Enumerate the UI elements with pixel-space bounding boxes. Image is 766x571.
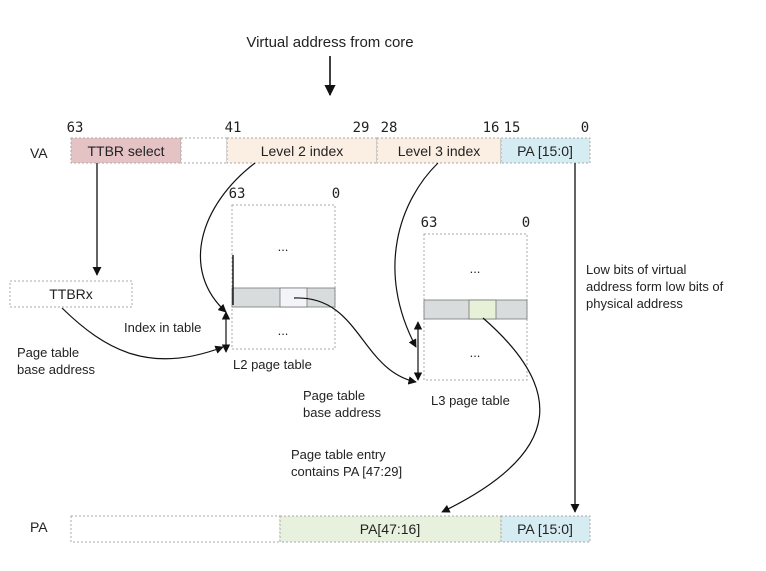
pa-low-field [500, 515, 591, 543]
va-unused-field [180, 137, 228, 164]
l3-page-table: 63 0 ... ... L3 page table [421, 215, 531, 408]
va-ttbr-select-field [70, 137, 182, 164]
ttbrx-label: TTBRx [49, 286, 93, 302]
low-bits-label-2: address form low bits of [586, 279, 724, 294]
va-bit-29: 29 [353, 120, 370, 136]
low-bits-label-3: physical address [586, 296, 683, 311]
pa-high-text: PA[47:16] [360, 521, 420, 537]
l2-to-l3-arrow [293, 297, 417, 385]
pa-label: PA [30, 519, 48, 535]
ttbrx-to-l2-arrow [61, 307, 224, 360]
pa-register: PA[47:16] PA [15:0] [70, 515, 591, 543]
l2-bit-0: 0 [332, 186, 340, 202]
l2-dots-bottom: ... [278, 323, 289, 338]
va-register: TTBR select Level 2 index Level 3 index … [70, 137, 591, 164]
l3-to-pa-arrow [441, 317, 541, 513]
va-bit-15: 15 [504, 120, 521, 136]
page-table-base-label-2a: Page table [303, 388, 365, 403]
pte-label-2: contains PA [47:29] [291, 464, 402, 479]
pa-high-field [279, 515, 502, 543]
level2-index-arrow [199, 162, 256, 313]
l2-page-table: 63 0 ... ... L2 page table [229, 186, 341, 372]
level3-index-arrow [394, 162, 439, 348]
l2-caption: L2 page table [233, 357, 312, 372]
l2-dots-top: ... [278, 239, 289, 254]
l3-dots-bottom: ... [470, 345, 481, 360]
va-level3-field [376, 137, 502, 164]
va-ttbr-select-text: TTBR select [87, 143, 164, 159]
va-bit-28: 28 [381, 120, 398, 136]
index-in-table-label: Index in table [124, 320, 201, 335]
va-level2-text: Level 2 index [261, 143, 344, 159]
page-table-base-label-1a: Page table [17, 345, 79, 360]
pa-low-text: PA [15:0] [517, 521, 573, 537]
l2-bit-63: 63 [229, 186, 246, 202]
l2-table-entry [279, 287, 308, 308]
va-level3-text: Level 3 index [398, 143, 481, 159]
l3-bit-63: 63 [421, 215, 438, 231]
page-table-base-label-1b: base address [17, 362, 96, 377]
low-bits-label-1: Low bits of virtual [586, 262, 687, 277]
va-bit-0: 0 [581, 120, 589, 136]
va-pa-low-field [500, 137, 591, 164]
l2-table-box [231, 204, 336, 350]
va-label: VA [30, 145, 48, 161]
va-bit-16: 16 [483, 120, 500, 136]
pte-label-1: Page table entry [291, 447, 386, 462]
ttbrx-box [9, 280, 133, 308]
l3-table-entry [468, 299, 497, 320]
va-bit-63: 63 [67, 120, 84, 136]
l3-bit-0: 0 [522, 215, 530, 231]
pa-unused-field [70, 515, 281, 543]
page-table-base-label-2b: base address [303, 405, 382, 420]
l3-caption: L3 page table [431, 393, 510, 408]
l3-dots-top: ... [470, 261, 481, 276]
va-bit-41: 41 [225, 120, 242, 136]
va-pa-low-text: PA [15:0] [517, 143, 573, 159]
va-level2-field [226, 137, 378, 164]
diagram-title: Virtual address from core [246, 34, 413, 51]
